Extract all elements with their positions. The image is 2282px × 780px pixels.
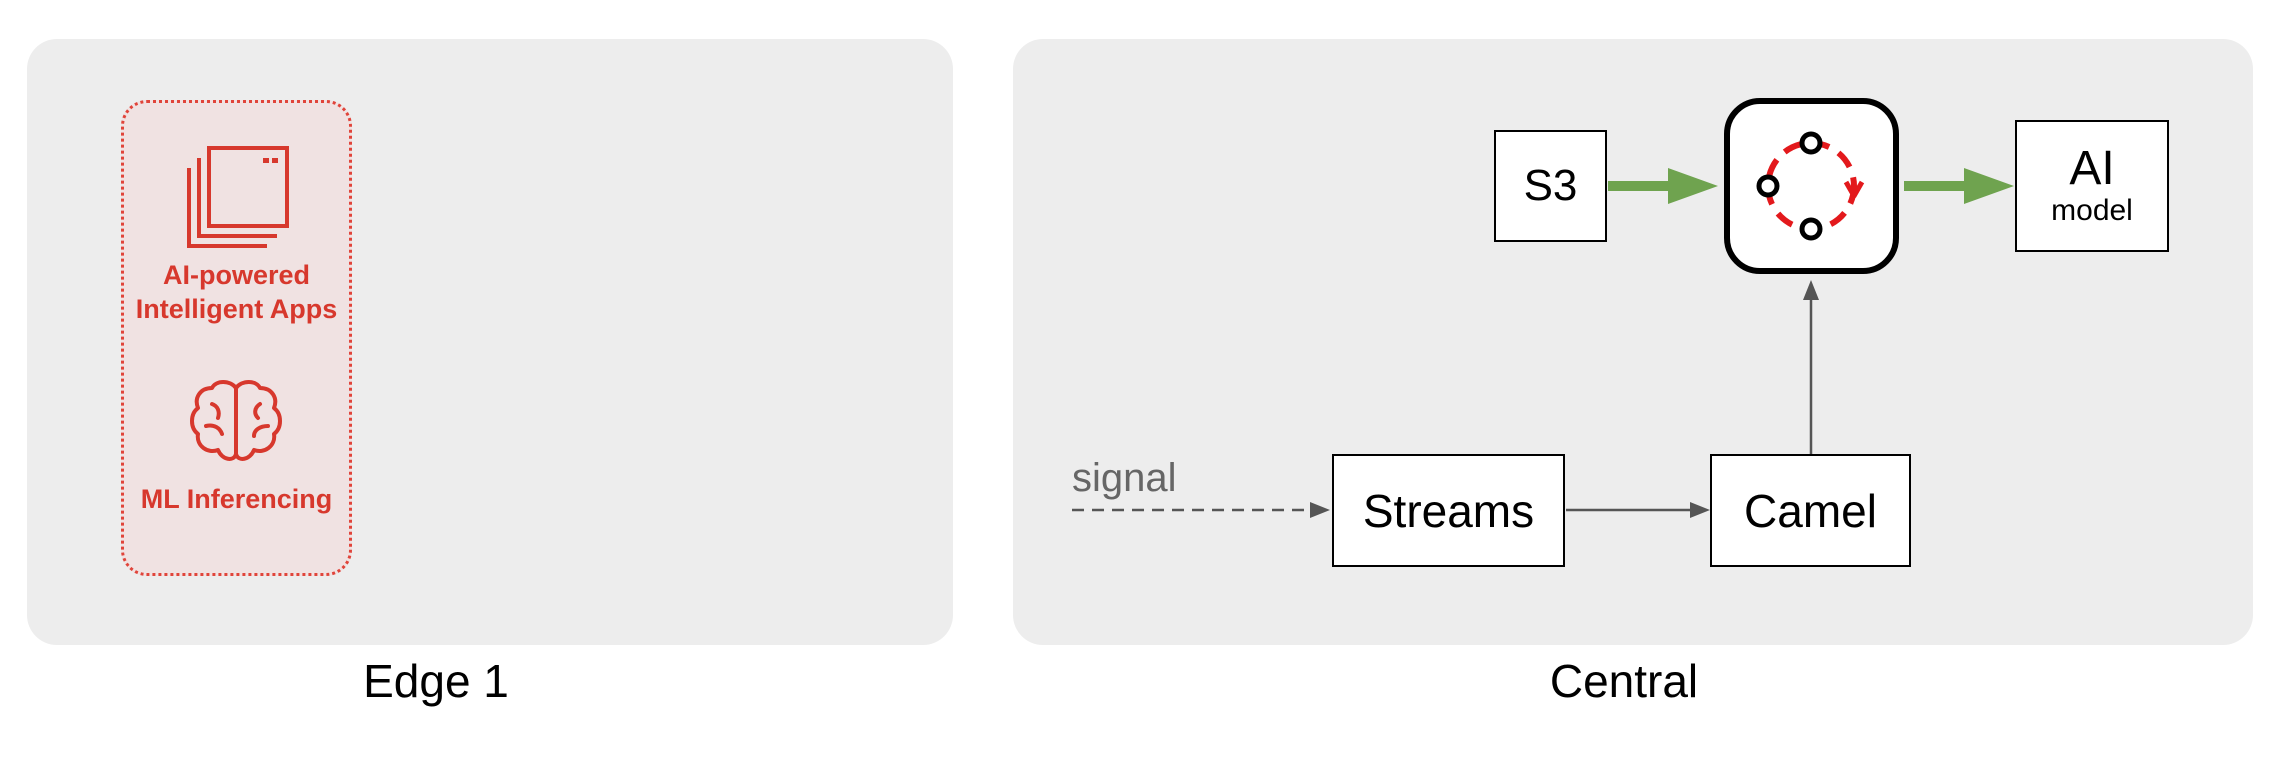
ai-model-box: AI model [2015,120,2169,252]
cycle-icon [1756,131,1865,241]
camel-box: Camel [1710,454,1911,567]
processing-hub [1724,98,1899,274]
ml-label: ML Inferencing [140,484,333,514]
ai-label: AI [2069,142,2115,195]
camel-to-hub-arrow [1803,280,1819,454]
camel-label: Camel [1744,484,1877,537]
hub-to-ai-arrow [1904,168,2014,204]
edge-caption: Edge 1 [363,655,509,707]
stacked-windows-icon [187,146,289,248]
s3-box: S3 [1494,130,1607,242]
streams-label: Streams [1362,484,1535,537]
streams-box: Streams [1332,454,1565,567]
signal-label: signal [1072,456,1177,500]
apps-label: AI-powered Intelligent Apps [135,260,338,324]
ai-sublabel: model [2051,194,2133,227]
s3-label: S3 [1523,161,1578,210]
central-caption: Central [1549,655,1699,707]
s3-to-hub-arrow [1608,168,1718,204]
brain-icon [190,380,282,461]
streams-to-camel-arrow [1566,502,1710,518]
edge-app-group [121,100,352,576]
signal-arrow [1072,502,1330,518]
